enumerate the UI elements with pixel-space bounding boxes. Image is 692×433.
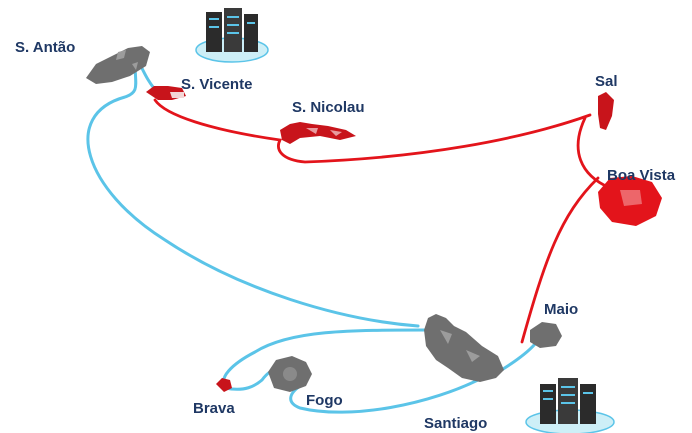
link-santo-antao-to-santiago [86,60,420,328]
island-brava [216,378,232,392]
blue-links [86,58,537,414]
link-sal-to-boa-vista [576,116,612,190]
island-sao-vicente [146,86,186,100]
island-fogo [268,356,312,392]
label-boa-vista: Boa Vista [607,167,676,184]
server-cloud-icon [525,378,615,433]
island-santo-antao [86,46,150,84]
island-sao-nicolau [280,122,356,144]
label-s-nicolau: S. Nicolau [292,99,365,116]
island-maio [530,322,562,348]
label-s-antao: S. Antão [15,39,75,56]
label-sal: Sal [595,73,618,90]
label-santiago: Santiago [424,415,487,432]
label-maio: Maio [544,301,578,318]
server-cloud-icon [195,8,269,63]
red-links [153,98,612,344]
island-boa-vista [598,176,662,226]
label-fogo: Fogo [306,392,343,409]
link-santiago-to-brava [222,328,430,387]
link-sao-vicente-to-sal [153,98,592,164]
island-santiago [424,314,504,382]
label-brava: Brava [193,400,235,417]
label-s-vicente: S. Vicente [181,76,252,93]
link-santiago-to-fogo-south [289,375,486,414]
link-boa-vista-to-maio [520,176,600,344]
island-sal [598,92,614,130]
